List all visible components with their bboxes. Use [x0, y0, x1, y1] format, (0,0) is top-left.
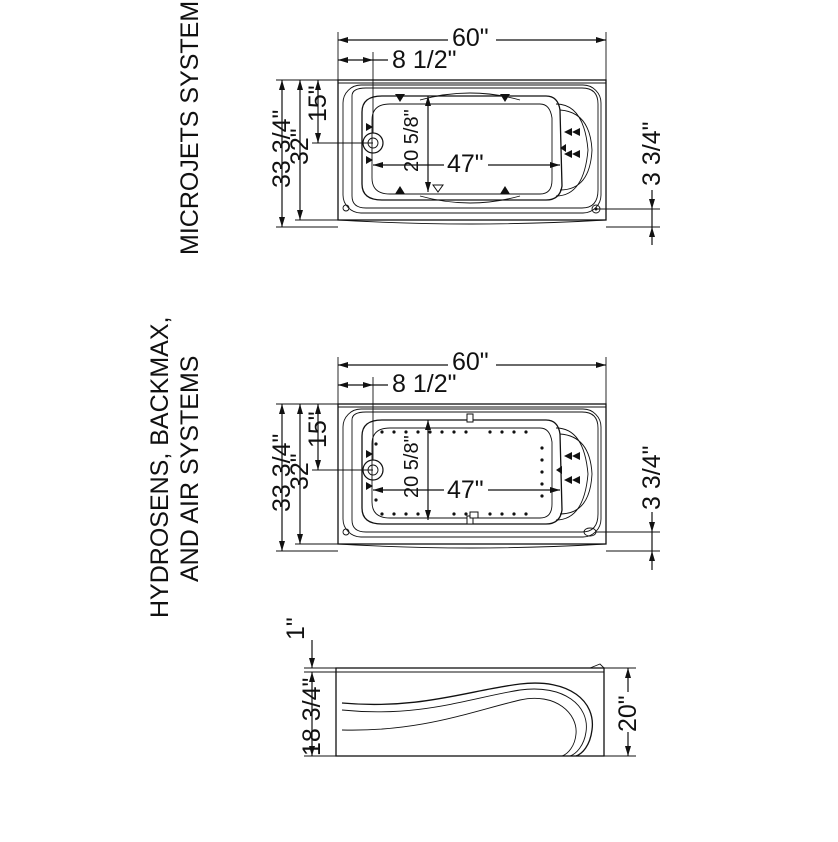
microjets-inner-width-label: 32" — [286, 128, 314, 165]
microjets-basin — [361, 95, 563, 201]
microjets-view: MICROJETS SYSTEM — [176, 1, 666, 255]
hydrosens-rim — [342, 408, 602, 538]
hydrosens-drain-edge-label: 15" — [304, 411, 332, 448]
hydrosens-overall-width-label: 33 3/4" — [268, 434, 296, 512]
microjets-rim-offset-label: 3 3/4" — [638, 122, 666, 186]
microjets-drain-offset-label: 8 1/2" — [392, 46, 456, 74]
hydrosens-basin — [361, 419, 563, 525]
hydrosens-title-line1: HYDROSENS, BACKMAX, — [146, 317, 174, 618]
microjets-tub-outline — [337, 79, 607, 221]
hydrosens-tub-outline — [337, 403, 607, 545]
microjets-basin-width-label: 20 5/8" — [401, 109, 423, 172]
hydrosens-overflow — [342, 528, 350, 536]
microjets-length-label: 60" — [452, 24, 489, 52]
microjets-basin-length-label: 47" — [447, 150, 484, 178]
hydrosens-basin-length-label: 47" — [447, 476, 484, 504]
side-apron-outline — [335, 667, 605, 757]
side-view: 1" 18 3/4" 20" — [282, 617, 642, 757]
microjets-rim — [342, 84, 602, 214]
side-total-height-label: 20" — [614, 695, 642, 732]
microjets-overall-width-label: 33 3/4" — [268, 110, 296, 188]
side-wave-curve — [341, 682, 594, 757]
hydrosens-air-jets — [374, 430, 544, 516]
side-apron-height-label: 18 3/4" — [298, 678, 326, 756]
hydrosens-length-label: 60" — [452, 348, 489, 376]
hydrosens-rim-offset-label: 3 3/4" — [638, 446, 666, 510]
hydrosens-title-line2: AND AIR SYSTEMS — [176, 356, 204, 582]
microjets-drain-edge-label: 15" — [304, 85, 332, 122]
hydrosens-drain-offset-label: 8 1/2" — [392, 370, 456, 398]
hydrosens-inner-width-label: 32" — [286, 453, 314, 490]
side-rim-height-label: 1" — [282, 617, 310, 640]
microjets-title: MICROJETS SYSTEM — [176, 1, 204, 255]
microjets-overflow — [342, 204, 350, 212]
hydrosens-basin-width-label: 20 5/8" — [401, 435, 423, 498]
hydrosens-view: HYDROSENS, BACKMAX, AND AIR SYSTEMS — [146, 317, 666, 618]
